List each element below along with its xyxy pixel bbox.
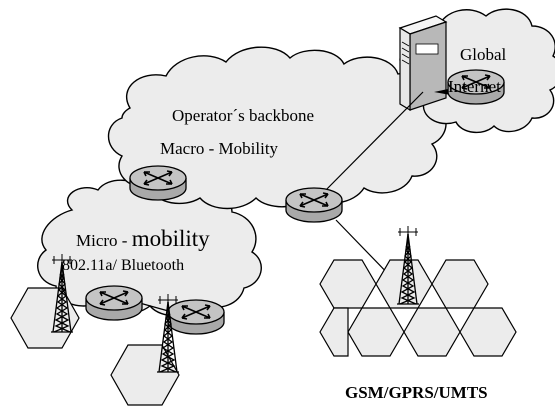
micro-mobility-label: Micro - mobility <box>76 226 210 251</box>
router-icon <box>167 299 225 335</box>
hexagon-cell-icon <box>110 344 180 406</box>
internet-label: Internet <box>448 77 501 96</box>
server-icon <box>398 15 448 112</box>
micro-prefix: Micro - <box>76 231 132 250</box>
cellular-cells <box>319 259 517 357</box>
micro-big: mobility <box>132 226 210 251</box>
router-icon <box>129 165 187 201</box>
link-backbone-global <box>319 91 424 197</box>
global-label: Global <box>460 45 507 64</box>
macro-mobility-label: Macro - Mobility <box>160 139 279 158</box>
router-icon <box>285 187 343 223</box>
backbone-label: Operator´s backbone <box>172 106 314 125</box>
wireless-standards-label: 802.11a/ Bluetooth <box>62 257 184 274</box>
cellular-label: GSM/GPRS/UMTS <box>345 383 488 402</box>
router-icon <box>85 285 143 321</box>
